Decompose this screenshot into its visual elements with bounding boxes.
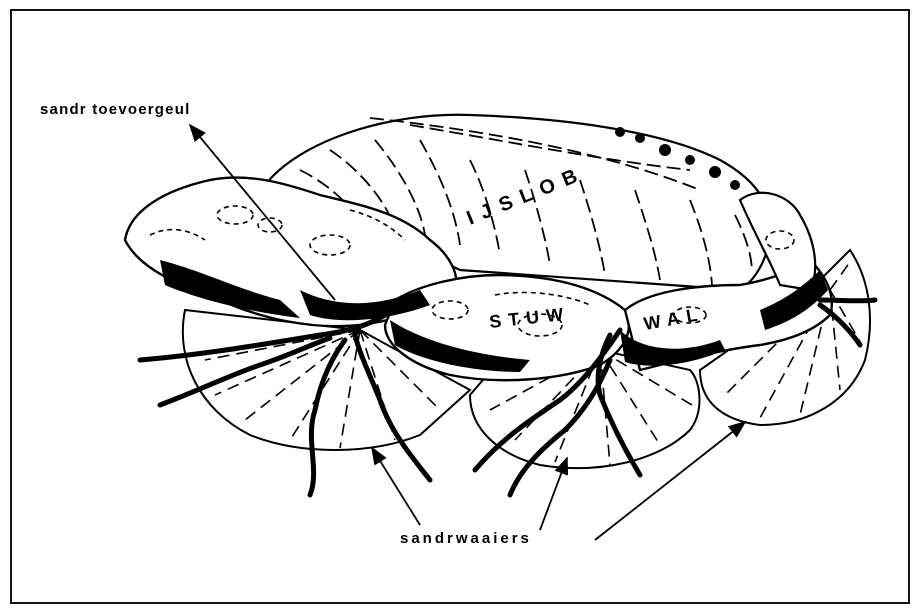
arrow-fan-center: [540, 458, 567, 530]
sandrwaaiers-label: sandrwaaiers: [400, 530, 532, 547]
sandr-toevoergeul-label: sandr toevoergeul: [40, 101, 190, 118]
